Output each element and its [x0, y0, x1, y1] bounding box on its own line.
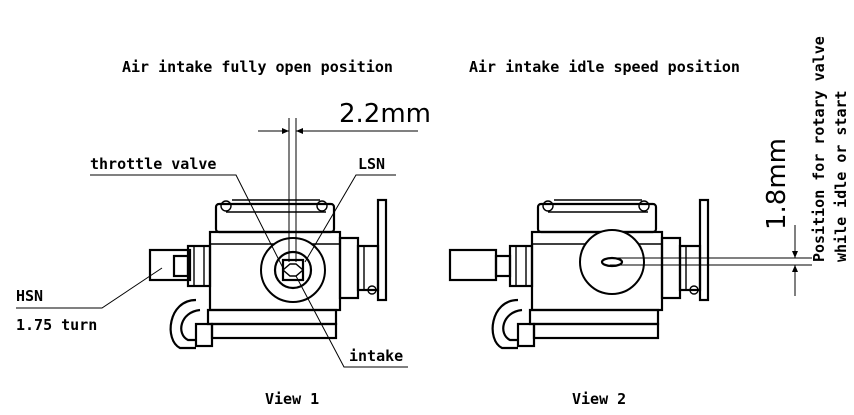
view1-throttle-barrel	[260, 237, 326, 303]
view1-dimension: 2.2mm	[258, 99, 431, 262]
view2-dimension: 1.8mm	[610, 138, 812, 296]
view2-carburetor	[448, 198, 710, 350]
label-lsn: LSN	[358, 155, 385, 173]
view1-title: Air intake fully open position	[122, 58, 393, 76]
view1-carburetor	[148, 198, 388, 350]
side-note-line1: Position for rotary valve	[810, 36, 828, 262]
view2-top-cap	[536, 202, 658, 234]
label-throttle-valve: throttle valve	[90, 155, 216, 173]
view2-flange-plate	[698, 198, 710, 302]
view2-throttle-barrel	[579, 229, 645, 295]
label-hsn-turn: 1.75 turn	[16, 316, 97, 334]
label-hsn: HSN	[16, 287, 43, 305]
view1-dimension-value: 2.2mm	[339, 99, 431, 129]
view2-caption: View 2	[572, 390, 626, 408]
view1-hsn-needle	[148, 248, 192, 282]
view1-top-cap	[214, 202, 336, 234]
view2-side-note: Position for rotary valve while idle or …	[810, 36, 850, 262]
view1-caption: View 1	[265, 390, 319, 408]
label-intake: intake	[349, 347, 403, 365]
view2-dimension-value: 1.8mm	[762, 138, 792, 230]
view1-flange-plate	[376, 198, 388, 302]
view1-labels: throttle valve LSN HSN 1.75 turn intake	[16, 155, 408, 368]
view2-hsn-needle	[448, 248, 498, 282]
side-note-line2: while idle or start	[832, 90, 850, 262]
view2-title: Air intake idle speed position	[469, 58, 740, 76]
